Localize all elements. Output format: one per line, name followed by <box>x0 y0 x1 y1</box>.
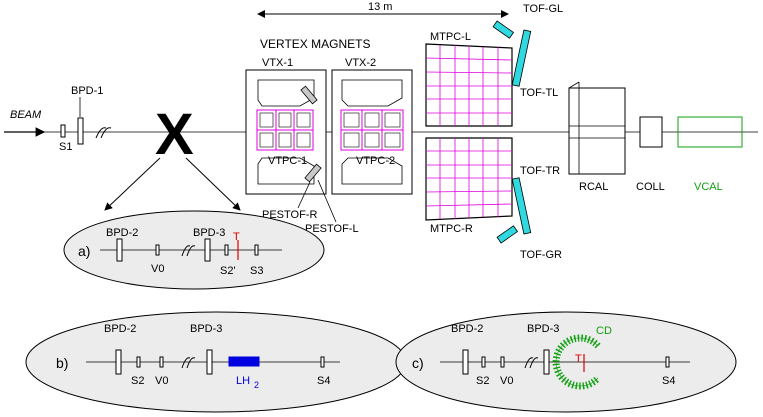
tof-tl-label: TOF-TL <box>520 87 558 99</box>
inset-a-s2p-label: S2' <box>220 265 236 277</box>
coll-block <box>639 116 663 148</box>
vtpc1-chamber <box>256 109 314 151</box>
pestof-r-label: PESTOF-R <box>262 209 317 221</box>
s1-detector <box>60 124 66 138</box>
pestof-l-leader <box>317 179 337 223</box>
inset-b: b) BPD-2 S2 V0 BPD-3 LH 2 S4 <box>25 311 407 413</box>
tof-tl-wall <box>511 29 532 87</box>
lh2-target <box>228 356 260 367</box>
inset-c-target-label: T <box>575 353 582 365</box>
tof-gr-wall <box>496 225 519 244</box>
inset-c-s4-label: S4 <box>662 375 675 387</box>
inset-b-s2-label: S2 <box>131 375 144 387</box>
inset-c: c) BPD-2 S2 V0 BPD-3 CD T S4 <box>395 311 737 413</box>
tof-tr-label: TOF-TR <box>520 165 560 177</box>
inset-a-bpd3-label: BPD-3 <box>193 227 225 239</box>
arrow-to-inset-left <box>104 157 161 211</box>
inset-a-v0-label: V0 <box>151 263 164 275</box>
vtx2-label: VTX-2 <box>345 57 376 69</box>
inset-a-bpd2-label: BPD-2 <box>106 227 138 239</box>
inset-c-bpd3-label: BPD-3 <box>527 323 559 335</box>
tof-gr-label: TOF-GR <box>520 249 562 261</box>
tof-tr-wall <box>511 177 532 235</box>
mtpc-r-chamber <box>425 137 513 221</box>
vtx1-label: VTX-1 <box>262 57 293 69</box>
inset-c-v0-label: V0 <box>500 375 513 387</box>
inset-a-tag: a) <box>78 243 90 259</box>
inset-a-target-label: T <box>233 231 240 243</box>
rcal-block <box>568 81 626 175</box>
vertex-magnets-title: VERTEX MAGNETS <box>260 37 370 51</box>
mtpc-r-label: MTPC-R <box>430 223 473 235</box>
vtpc1-label: VTPC-1 <box>268 155 307 167</box>
s1-label: S1 <box>59 141 72 153</box>
inset-b-bpd3-label: BPD-3 <box>190 323 222 335</box>
pestof-r-bar <box>304 163 322 183</box>
pestof-l-label: PESTOF-L <box>305 223 359 235</box>
beam-label: BEAM <box>10 109 42 121</box>
tof-gl-label: TOF-GL <box>523 3 563 15</box>
inset-b-lh-subscript: 2 <box>254 380 259 390</box>
inset-b-tag: b) <box>56 355 68 371</box>
beam-break-symbol <box>95 127 112 139</box>
coll-label: COLL <box>636 181 665 193</box>
inset-c-cd-label: CD <box>596 325 612 337</box>
target-marker: X <box>155 102 194 167</box>
arrow-to-inset-right <box>185 157 241 211</box>
bpd1-label: BPD-1 <box>71 85 103 97</box>
rcal-label: RCAL <box>579 181 608 193</box>
pestof-r-leader <box>297 181 311 209</box>
vcal-label: VCAL <box>694 181 723 193</box>
vtpc2-chamber <box>340 109 404 151</box>
tof-gl-wall <box>492 20 515 39</box>
inset-b-v0-label: V0 <box>155 375 168 387</box>
inset-a-s3-label: S3 <box>250 265 263 277</box>
distance-label: 13 m <box>368 1 392 13</box>
inset-b-lh-label: LH <box>236 375 250 387</box>
pestof-l-bar <box>300 85 318 105</box>
mtpc-l-label: MTPC-L <box>430 31 471 43</box>
inset-c-s2-label: S2 <box>476 375 489 387</box>
inset-a: a) BPD-2 V0 BPD-3 S2' T S3 <box>63 210 325 290</box>
vcal-block <box>677 116 743 148</box>
mtpc-l-chamber <box>425 43 513 127</box>
bpd1-detector <box>77 117 84 145</box>
vtpc2-label: VTPC-2 <box>356 155 395 167</box>
inset-b-s4-label: S4 <box>317 375 330 387</box>
inset-c-tag: c) <box>412 355 424 371</box>
inset-c-bpd2-label: BPD-2 <box>451 323 483 335</box>
inset-b-bpd2-label: BPD-2 <box>104 323 136 335</box>
